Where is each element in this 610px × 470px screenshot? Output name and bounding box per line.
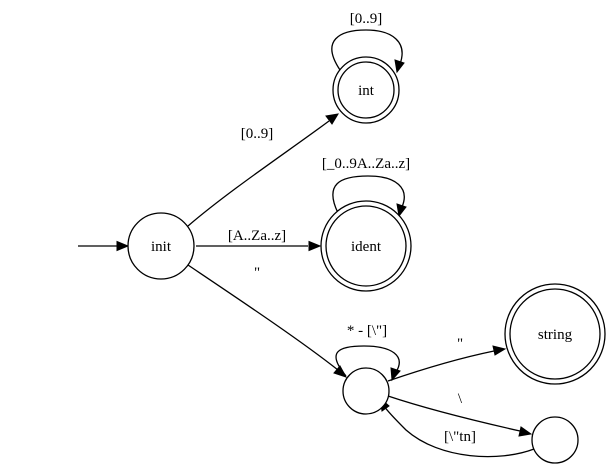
edge-label-str-esc: \	[458, 391, 463, 407]
edge-str-esc: \	[387, 391, 533, 437]
node-label-string: string	[538, 327, 573, 343]
node-label-init: init	[151, 239, 172, 255]
edge-label-int-loop: [0..9]	[350, 11, 383, 27]
edge-init-str: "	[187, 264, 348, 378]
edge-init-ident: [A..Za..z]	[196, 228, 322, 252]
node-str	[342, 367, 390, 415]
start-arrow	[78, 240, 130, 252]
edge-label-ident-loop: [_0..9A..Za..z]	[322, 156, 410, 172]
node-int: int	[332, 56, 400, 124]
edge-ident-loop: [_0..9A..Za..z]	[322, 156, 410, 218]
edge-label-esc-str: [\"tn]	[444, 429, 476, 445]
edge-init-int: [0..9]	[187, 113, 339, 227]
edge-label-init-str: "	[254, 265, 260, 281]
edge-str-string: "	[387, 336, 507, 382]
edge-label-init-ident: [A..Za..z]	[228, 228, 286, 244]
edge-label-init-int: [0..9]	[241, 126, 274, 142]
node-ident: ident	[320, 200, 412, 292]
edge-int-loop: [0..9]	[331, 11, 405, 74]
node-esc	[531, 416, 579, 464]
node-label-ident: ident	[351, 239, 382, 255]
edge-label-str-string: "	[457, 336, 463, 352]
node-init: init	[127, 212, 195, 280]
edge-str-loop: * - [\"]	[335, 323, 401, 382]
node-label-int: int	[358, 83, 375, 99]
edge-label-str-loop: * - [\"]	[347, 323, 387, 339]
node-string: string	[504, 283, 606, 385]
